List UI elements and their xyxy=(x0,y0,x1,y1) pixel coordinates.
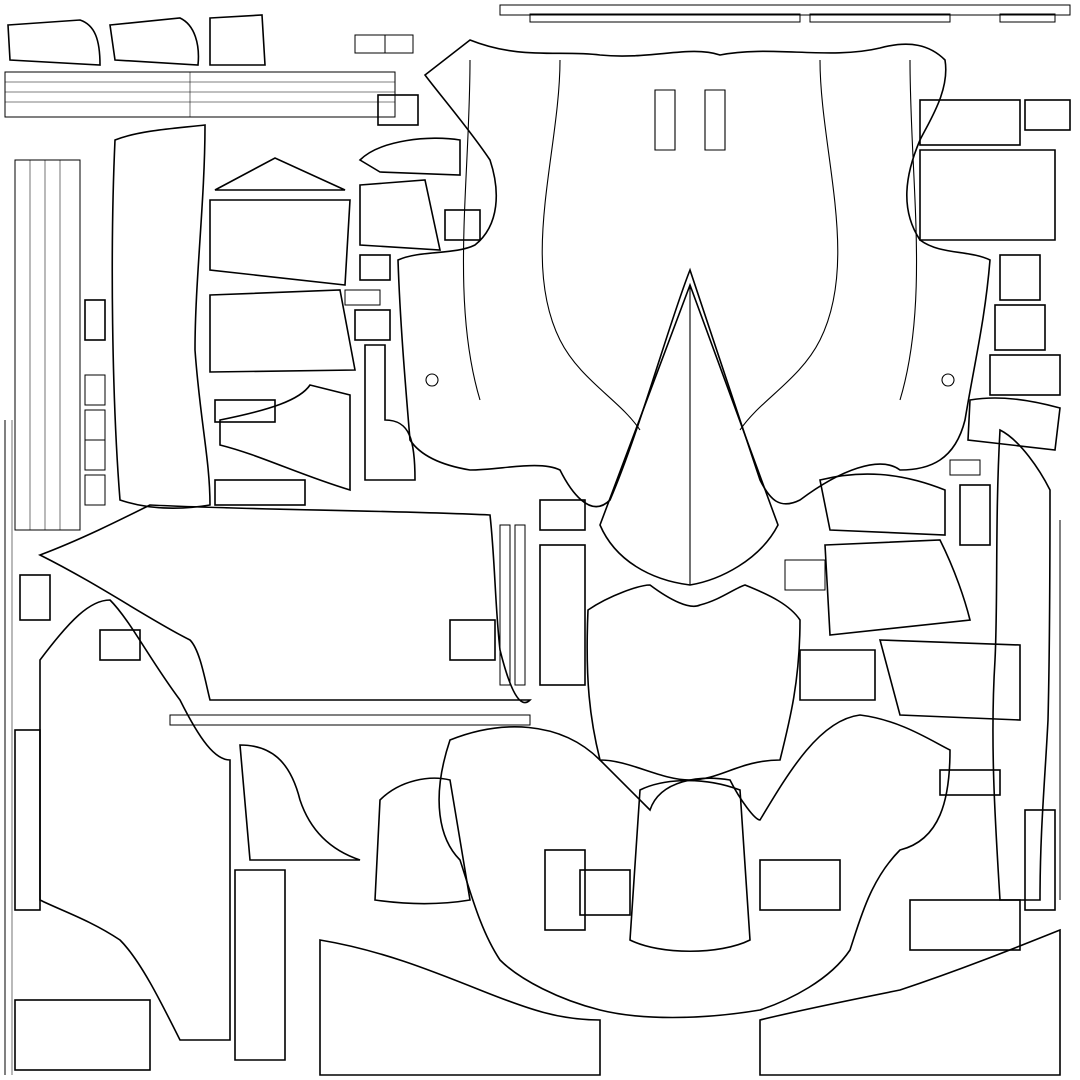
side-skirt-island xyxy=(38,504,532,704)
front-bumper-left-island xyxy=(239,744,471,905)
left-fender-island xyxy=(39,599,286,1061)
canvas-edge-lines xyxy=(4,420,1061,1075)
trim-strips-top xyxy=(499,4,1071,23)
windshield-frame-island xyxy=(599,282,779,586)
hood-panel-island xyxy=(397,39,991,508)
roof-center-panel-island xyxy=(586,584,801,781)
small-parts-top-left xyxy=(4,14,461,492)
left-side-panel-island xyxy=(14,124,211,531)
rear-deck-island xyxy=(438,714,951,1019)
misc-small-islands xyxy=(14,34,1071,1071)
rear-diffuser-island xyxy=(319,928,1061,1076)
right-side-panel-island xyxy=(992,428,1051,901)
front-bumper-right-island xyxy=(799,149,1061,721)
